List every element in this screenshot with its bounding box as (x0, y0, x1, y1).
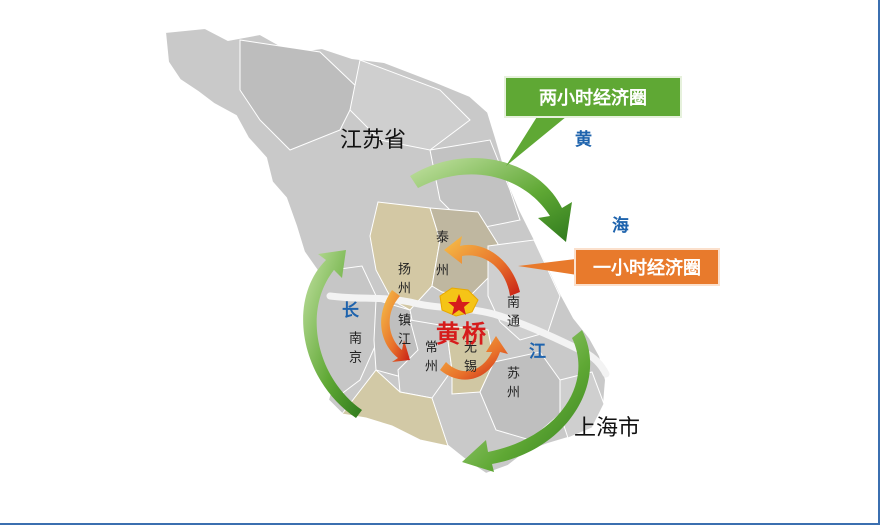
one-hour-pointer (518, 258, 584, 276)
shanghai-label: 上海市 (574, 416, 641, 441)
sea-label-hai: 海 (612, 216, 629, 236)
province-label: 江苏省 (340, 128, 407, 153)
city-label-taizhou: 泰州 (433, 230, 448, 296)
center-label: 黄桥 (436, 319, 488, 348)
city-label-zhenjiang: 镇江 (395, 313, 410, 351)
north-region (239, 39, 361, 151)
southwest-region (341, 369, 449, 447)
one-hour-callout-text: 一小时经济圈 (593, 258, 701, 279)
two-hour-arrow-se (462, 330, 591, 472)
suzhou-region (479, 351, 561, 441)
city-label-changzhou: 常州 (422, 340, 437, 378)
two-hour-callout-text: 两小时经济圈 (539, 88, 647, 109)
two-hour-callout: 两小时经济圈 (504, 76, 682, 118)
one-hour-arrow-s (440, 336, 508, 380)
two-hour-arrow-ne (410, 158, 572, 242)
river-label-chang: 长 (342, 301, 359, 321)
star-icon (448, 294, 470, 315)
river-label-jiang: 江 (529, 342, 546, 362)
sea-label-huang: 黄 (575, 130, 592, 150)
city-label-nantong: 南通 (504, 295, 519, 333)
one-hour-arrow-n (444, 236, 520, 296)
two-hour-pointer (506, 112, 572, 166)
city-label-wuxi: 无锡 (461, 340, 476, 378)
city-label-nanjing: 南京 (346, 331, 361, 369)
city-label-yangzhou: 扬州 (395, 262, 410, 300)
one-hour-arrow-w (381, 290, 410, 362)
two-hour-arrow-w (303, 250, 362, 418)
city-label-suzhou: 苏州 (504, 366, 519, 404)
one-hour-callout: 一小时经济圈 (574, 248, 720, 286)
